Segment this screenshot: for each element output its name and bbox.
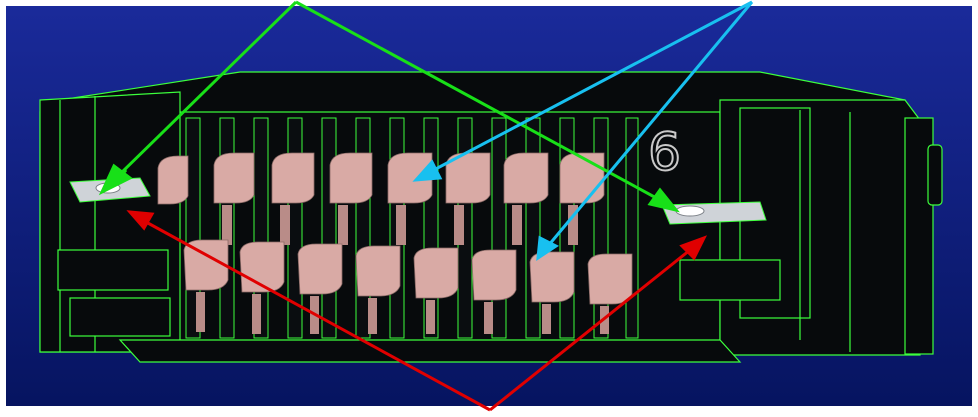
upper-contact-tails — [222, 205, 578, 245]
lower-contact — [529, 251, 575, 303]
blue-arrowhead-upper — [412, 159, 443, 182]
lower-contact — [471, 249, 517, 301]
red-callout-arrows — [126, 210, 708, 412]
upper-contact — [157, 155, 189, 205]
housing-digit-label: 6 — [648, 123, 681, 183]
upper-contact — [271, 152, 315, 204]
upper-contact — [387, 152, 433, 204]
blue-callout-arrows — [412, 0, 754, 262]
housing-bottom-lip — [118, 339, 742, 363]
red-arrowhead-left — [126, 210, 155, 231]
left-window-lower — [69, 297, 171, 337]
right-window-lower — [679, 259, 781, 301]
blue-arrow-lower — [546, 1, 754, 247]
green-arrow-left — [116, 0, 298, 178]
upper-contact — [213, 152, 255, 204]
lower-contact — [355, 245, 401, 297]
red-arrow-left — [145, 220, 491, 412]
red-arrow-right — [489, 248, 691, 412]
upper-contact — [329, 152, 373, 204]
green-arrowhead-right — [647, 187, 680, 213]
lower-contact — [413, 247, 459, 299]
green-arrow-right — [295, 0, 661, 202]
lower-contact — [297, 243, 343, 295]
upper-contact — [445, 152, 491, 204]
upper-contact — [503, 152, 549, 204]
red-arrowhead-right — [679, 235, 708, 261]
right-side-boss — [927, 144, 943, 206]
green-callout-arrows — [98, 0, 680, 213]
right-tab-hole — [675, 205, 705, 217]
right-mounting-tab — [661, 201, 767, 225]
lower-contact — [587, 253, 633, 305]
blue-arrowhead-lower — [536, 235, 559, 262]
left-window-upper — [57, 249, 169, 291]
upper-contact — [559, 152, 605, 204]
blue-arrow-upper — [429, 0, 753, 174]
